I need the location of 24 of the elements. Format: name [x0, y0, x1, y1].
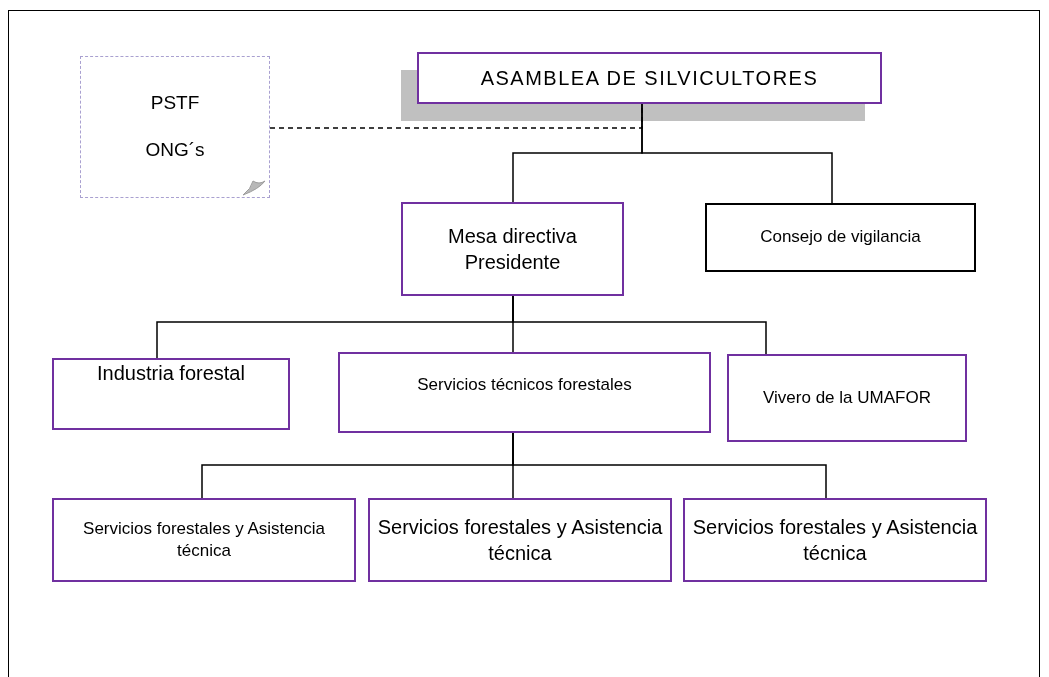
note-box	[80, 56, 270, 198]
node-label: Servicios forestales y Asistencia técnica	[691, 515, 979, 566]
node-label: PSTF	[150, 91, 200, 116]
node-label: Servicios forestales y Asistencia técnica	[82, 517, 326, 562]
org-box	[52, 358, 290, 430]
node-label: ASAMBLEA DE SILVICULTORES	[480, 66, 819, 91]
org-box	[401, 202, 624, 296]
connector	[512, 295, 767, 355]
connector	[641, 103, 833, 204]
node-label: Servicios técnicos forestales	[417, 374, 632, 396]
node-label: Industria forestal	[97, 361, 245, 386]
node-label: Servicios forestales y Asistencia técnica	[376, 515, 664, 566]
org-box	[338, 352, 711, 433]
node-label: ONG´s	[145, 138, 205, 162]
node-label: Consejo de vigilancia	[760, 226, 921, 249]
org-box	[368, 498, 672, 582]
node-label: Vivero de la UMAFOR	[763, 386, 931, 409]
org-box	[417, 52, 882, 104]
org-box	[727, 354, 967, 442]
node-label: Mesa directiva Presidente	[447, 224, 578, 275]
org-box	[683, 498, 987, 582]
connector	[512, 432, 827, 499]
org-box	[705, 203, 976, 272]
org-box	[52, 498, 356, 582]
